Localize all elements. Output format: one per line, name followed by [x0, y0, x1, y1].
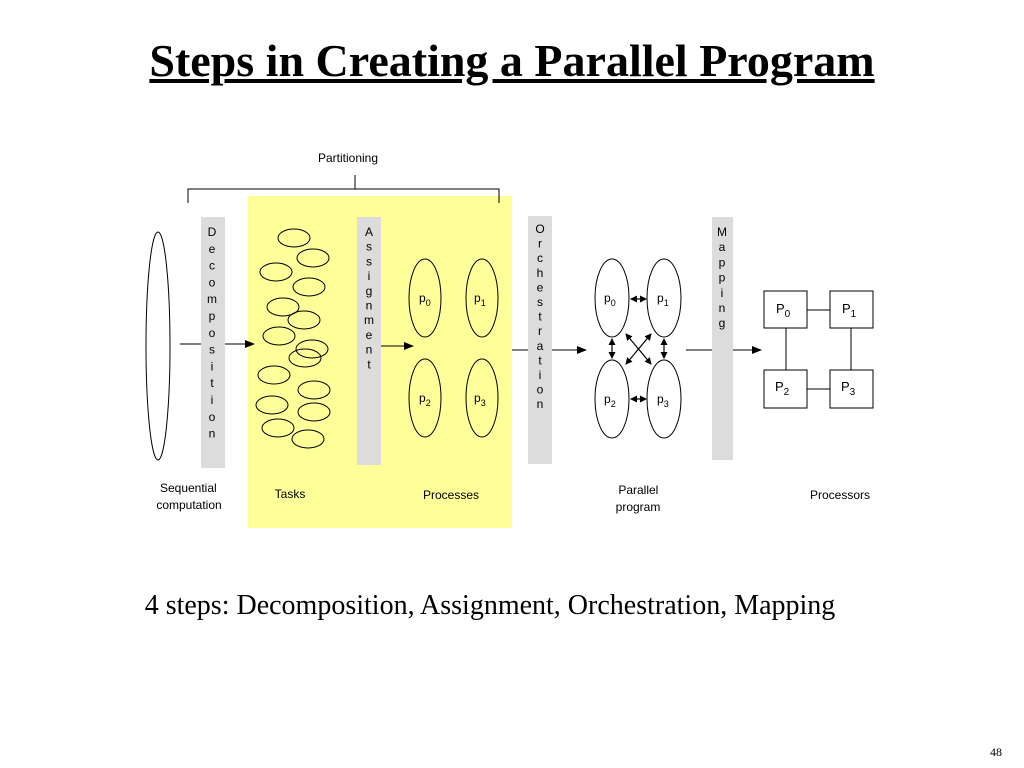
- sequential-computation-shape: [145, 231, 171, 461]
- communication-arrows: [608, 295, 668, 403]
- parallel-p3: p3: [646, 359, 682, 439]
- processor-P0: P0: [763, 290, 808, 329]
- sequential-label: Sequential computation: [156, 481, 221, 512]
- task-ellipse: [287, 310, 321, 330]
- svg-text:P1: P1: [842, 301, 857, 320]
- svg-text:p0: p0: [419, 291, 431, 308]
- task-ellipse: [295, 339, 329, 359]
- parallel-p1: p1: [646, 258, 682, 338]
- partitioning-label: Partitioning: [318, 151, 378, 165]
- svg-text:p2: p2: [419, 391, 431, 408]
- assignment-bar: [357, 217, 381, 465]
- task-ellipse: [261, 418, 295, 438]
- process-p3: p3: [465, 358, 499, 438]
- orchestration-bar: [528, 216, 552, 464]
- process-p0: p0: [408, 258, 442, 338]
- processes-label: Processes: [423, 488, 479, 502]
- svg-text:p2: p2: [604, 392, 616, 409]
- processors-label: Processors: [810, 488, 870, 502]
- parallel-p2: p2: [594, 359, 630, 439]
- svg-text:P2: P2: [775, 379, 790, 398]
- task-ellipses: [255, 228, 331, 449]
- processor-links: [785, 309, 852, 390]
- process-p1: p1: [465, 258, 499, 338]
- task-ellipse: [288, 348, 322, 368]
- svg-text:p1: p1: [474, 291, 486, 308]
- parallel-program-label: Parallel program: [616, 483, 662, 514]
- parallel-p0: p0: [594, 258, 630, 338]
- svg-text:P0: P0: [776, 301, 791, 320]
- task-ellipse: [292, 277, 326, 297]
- svg-text:p0: p0: [604, 291, 616, 308]
- task-ellipse: [291, 429, 325, 449]
- task-ellipse: [277, 228, 311, 248]
- steps-summary: 4 steps: Decomposition, Assignment, Orch…: [144, 590, 836, 621]
- process-p2: p2: [408, 358, 442, 438]
- task-ellipse: [255, 395, 289, 415]
- partitioning-bracket: [187, 175, 500, 203]
- task-ellipse: [262, 326, 296, 346]
- task-ellipse: [297, 380, 331, 400]
- tasks-label: Tasks: [275, 487, 306, 501]
- processor-P3: P3: [829, 369, 874, 409]
- processor-P1: P1: [829, 290, 874, 329]
- slide-title: Steps in Creating a Parallel Program: [149, 35, 875, 86]
- task-ellipse: [257, 365, 291, 385]
- task-ellipse: [296, 248, 330, 268]
- page-number: 48: [990, 745, 1002, 759]
- decomposition-bar: [201, 217, 225, 468]
- processor-P2: P2: [763, 369, 808, 409]
- mapping-bar: [712, 217, 733, 460]
- svg-text:p3: p3: [657, 392, 669, 409]
- task-ellipse: [266, 297, 300, 317]
- svg-text:P3: P3: [841, 379, 856, 398]
- task-ellipse: [297, 402, 331, 422]
- svg-text:p3: p3: [474, 391, 486, 408]
- task-ellipse: [259, 262, 293, 282]
- svg-text:p1: p1: [657, 291, 669, 308]
